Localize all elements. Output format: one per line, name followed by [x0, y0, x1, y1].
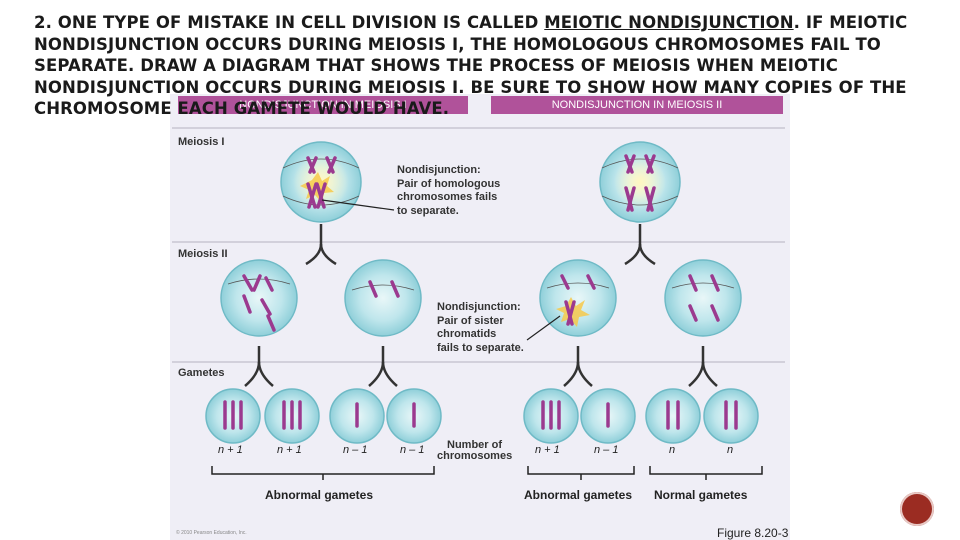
gamete-7 — [645, 388, 701, 444]
heading-prefix: 2. ONE TYPE OF MISTAKE IN CELL DIVISION … — [34, 13, 545, 32]
normal-gametes-label: Normal gametes — [654, 488, 748, 502]
abnormal-gametes-right-label: Abnormal gametes — [524, 488, 633, 502]
question-heading: 2. ONE TYPE OF MISTAKE IN CELL DIVISION … — [34, 12, 934, 120]
copyright-text: © 2010 Pearson Education, Inc. — [176, 530, 247, 536]
gamete-count-5: n + 1 — [535, 444, 560, 456]
meiosis1-cell-left — [280, 141, 362, 223]
number-label-line1: Number of — [447, 439, 502, 451]
note2-pointer — [526, 315, 561, 341]
note1-pointer — [321, 199, 395, 211]
gamete-count-2: n + 1 — [277, 444, 302, 456]
note-sister-chromatids: Nondisjunction: Pair of sister chromatid… — [437, 301, 524, 355]
meiosis1-cell-right — [599, 141, 681, 223]
gamete-6 — [580, 388, 636, 444]
gamete-4 — [386, 388, 442, 444]
note2-line2: Pair of sister — [437, 314, 504, 327]
gamete-count-4: n – 1 — [400, 444, 425, 456]
note1-line4: to separate. — [397, 204, 459, 217]
gamete-count-1: n + 1 — [218, 444, 243, 456]
heading-term: MEIOTIC NONDISJUNCTION — [544, 13, 794, 32]
note1-line3: chromosomes fails — [397, 191, 498, 203]
number-of-chromosomes-label: Number of chromosomes — [437, 440, 512, 462]
gamete-2 — [264, 388, 320, 444]
number-label-line2: chromosomes — [437, 450, 513, 462]
label-meiosis2: Meiosis II — [178, 248, 228, 260]
note1-line1: Nondisjunction: — [397, 164, 481, 176]
figure-label: Figure 8.20-3 — [717, 526, 789, 540]
note2-line3: chromatids — [437, 328, 497, 340]
note-homologous: Nondisjunction: Pair of homologous chrom… — [397, 164, 500, 218]
split-arrows-meiosis1 — [305, 224, 656, 266]
gamete-count-3: n – 1 — [343, 444, 368, 456]
note1-line2: Pair of homologous — [397, 177, 501, 190]
gamete-5 — [523, 388, 579, 444]
label-meiosis1: Meiosis I — [178, 136, 225, 148]
note2-line1: Nondisjunction: — [437, 301, 521, 313]
note2-line4: fails to separate. — [437, 341, 524, 354]
slide-number-badge — [900, 492, 934, 526]
gamete-count-7: n — [669, 444, 676, 456]
gamete-3 — [329, 388, 385, 444]
meiosis2-cell-3 — [539, 259, 617, 337]
gamete-1 — [205, 388, 261, 444]
heading-rest: . IF MEIOTIC NONDISJUNCTION OCCURS DURIN… — [34, 13, 908, 118]
abnormal-gametes-left-label: Abnormal gametes — [265, 488, 374, 502]
gamete-count-6: n – 1 — [594, 444, 619, 456]
gamete-brackets — [211, 466, 763, 480]
meiosis2-cell-2 — [344, 259, 422, 337]
label-gametes: Gametes — [178, 367, 225, 379]
meiosis2-cell-4 — [664, 259, 742, 337]
meiosis2-cell-1 — [220, 259, 298, 337]
banner-meiosis1: NONDISJUNCTION IN MEIOSIS I — [178, 96, 468, 114]
split-arrows-meiosis2 — [244, 346, 718, 387]
banner-meiosis2: NONDISJUNCTION IN MEIOSIS II — [491, 96, 783, 114]
gamete-count-8: n — [727, 444, 734, 456]
gamete-8 — [703, 388, 759, 444]
